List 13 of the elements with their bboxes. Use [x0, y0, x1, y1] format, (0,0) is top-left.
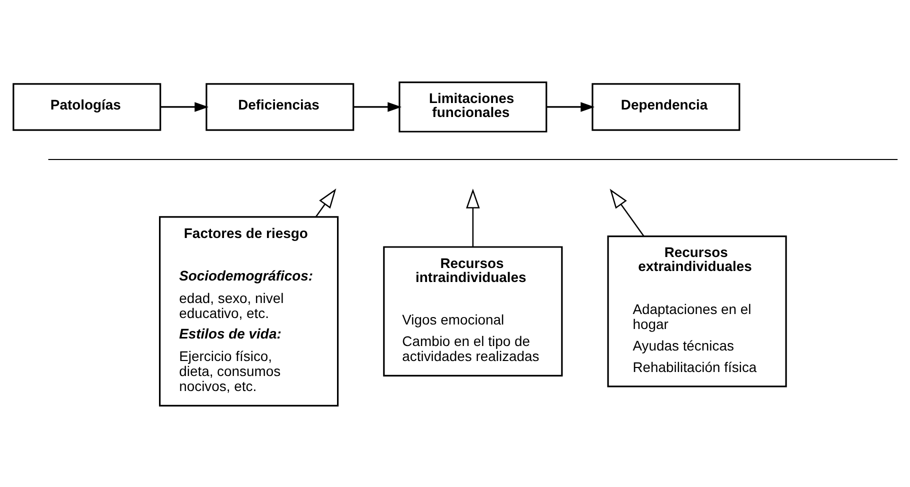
arrow — [352, 102, 402, 112]
node-box: Limitaciones funcionales — [398, 80, 547, 132]
arrow — [546, 102, 594, 112]
node-box: Patologías — [12, 82, 161, 130]
node-box: Recursos intraindividuales Vigos emocional Cambio en el tipo de actividades realizadas — [382, 246, 562, 376]
node-box: Dependencia — [591, 82, 740, 130]
arrow — [466, 188, 480, 246]
arrow — [609, 188, 644, 236]
arrow — [160, 102, 208, 112]
node-box: Deficiencias — [205, 82, 354, 130]
node-box: Factores de riesgo Sociodemográficos: edad, sexo, nivel educativo, etc. Estilos de vida: Ejercicio físico, dieta, consumos nocivos, etc. — [158, 216, 338, 406]
node-box: Recursos extraindividuales Adaptaciones en el hogar Ayudas técnicas Rehabilitación física — [606, 234, 786, 387]
arrow — [314, 188, 336, 217]
